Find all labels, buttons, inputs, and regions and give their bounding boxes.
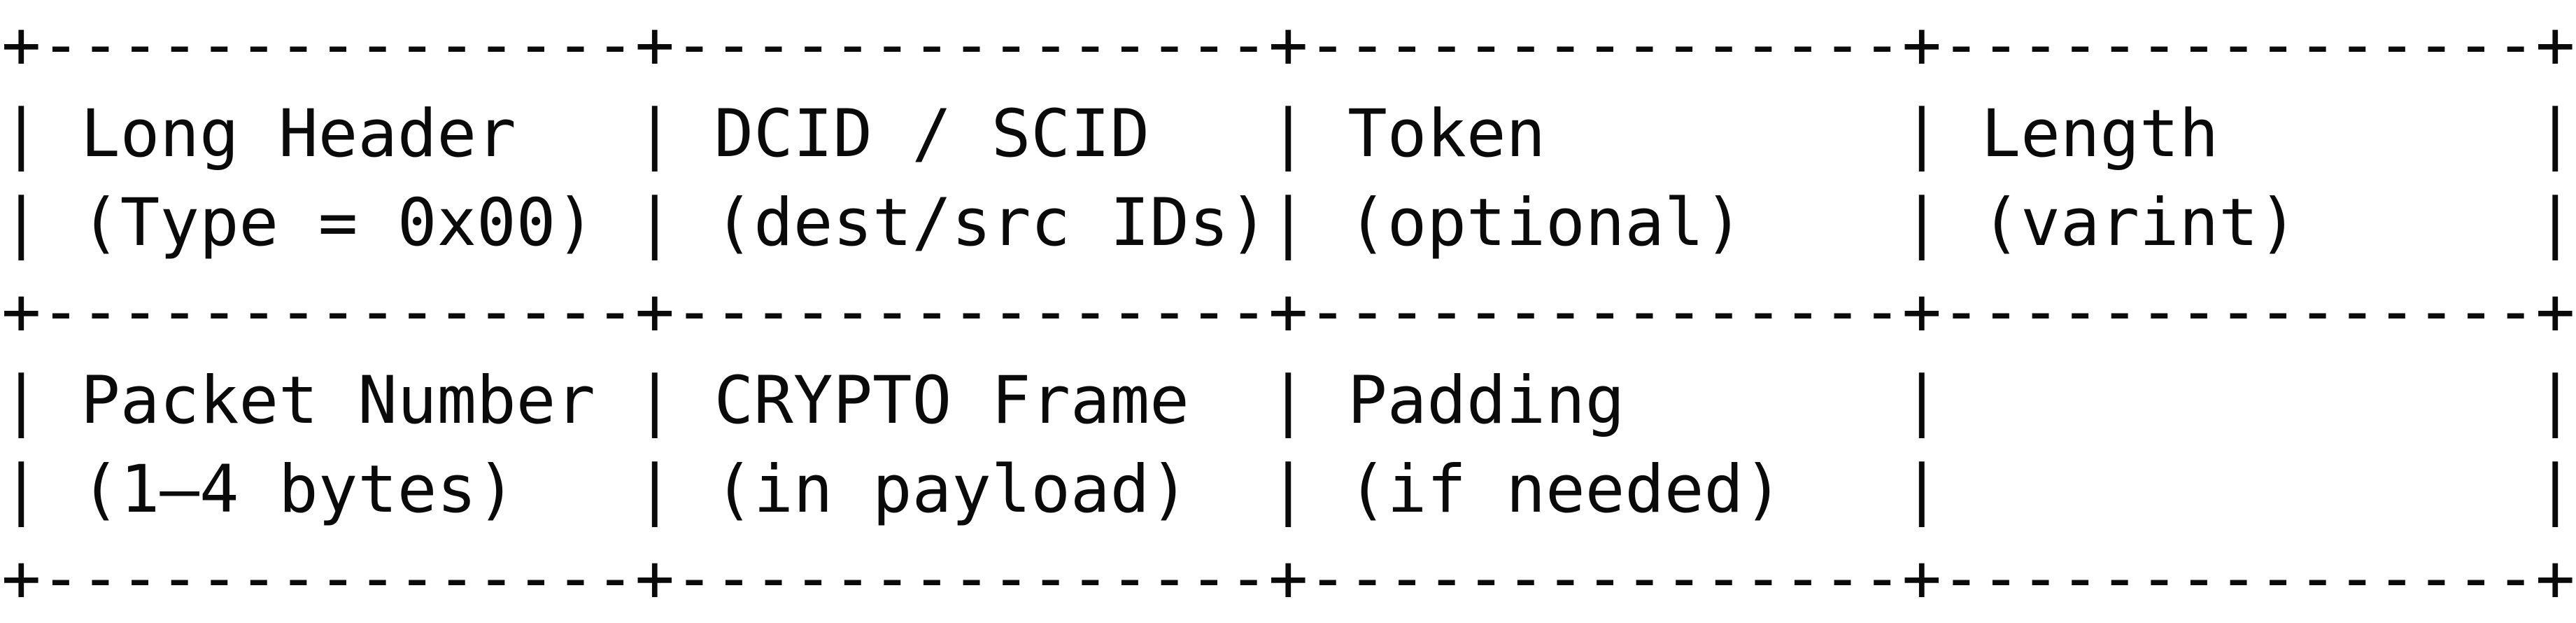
field-cell-r1c3-line1 <box>1941 363 2535 439</box>
cell-divider: | <box>635 451 675 528</box>
field-cell-r0c1-line1: DCID / SCID <box>674 96 1268 172</box>
cell-divider: | <box>1268 185 1308 261</box>
field-cell-r1c2-line2: (if needed) <box>1308 451 1902 528</box>
cell-divider: | <box>1 185 41 261</box>
cell-divider: | <box>1268 363 1308 439</box>
cell-divider: | <box>2535 96 2575 172</box>
field-cell-r1c3-line2 <box>1941 451 2535 528</box>
border-line-1: +---------------+---------------+-------… <box>1 274 2575 350</box>
field-cell-r1c1-line2: (in payload) <box>674 451 1268 528</box>
field-cell-r1c1-line1: CRYPTO Frame <box>674 363 1268 439</box>
field-cell-r0c0-line2: (Type = 0x00) <box>41 185 635 261</box>
cell-divider: | <box>2535 451 2575 528</box>
field-cell-r0c0-line1: Long Header <box>41 96 635 172</box>
field-cell-r0c2-line2: (optional) <box>1308 185 1902 261</box>
cell-divider: | <box>1902 96 1942 172</box>
cell-divider: | <box>1268 96 1308 172</box>
field-cell-r0c3-line2: (varint) <box>1941 185 2535 261</box>
cell-divider: | <box>635 185 675 261</box>
cell-divider: | <box>1902 185 1942 261</box>
cell-divider: | <box>1 96 41 172</box>
cell-divider: | <box>1902 363 1942 439</box>
field-cell-r0c1-line2: (dest/src IDs) <box>674 185 1268 261</box>
field-cell-r1c2-line1: Padding <box>1308 363 1902 439</box>
field-cell-r0c3-line1: Length <box>1941 96 2535 172</box>
field-cell-r1c0-line1: Packet Number <box>41 363 635 439</box>
cell-divider: | <box>635 363 675 439</box>
field-cell-r1c0-line2: (1–4 bytes) <box>41 451 635 528</box>
cell-divider: | <box>2535 185 2575 261</box>
border-line-0: +---------------+---------------+-------… <box>1 7 2575 83</box>
cell-divider: | <box>1268 451 1308 528</box>
field-cell-r0c2-line1: Token <box>1308 96 1902 172</box>
cell-divider: | <box>1 451 41 528</box>
cell-divider: | <box>1902 451 1942 528</box>
cell-divider: | <box>635 96 675 172</box>
cell-divider: | <box>1 363 41 439</box>
cell-divider: | <box>2535 363 2575 439</box>
border-line-2: +---------------+---------------+-------… <box>1 540 2575 617</box>
